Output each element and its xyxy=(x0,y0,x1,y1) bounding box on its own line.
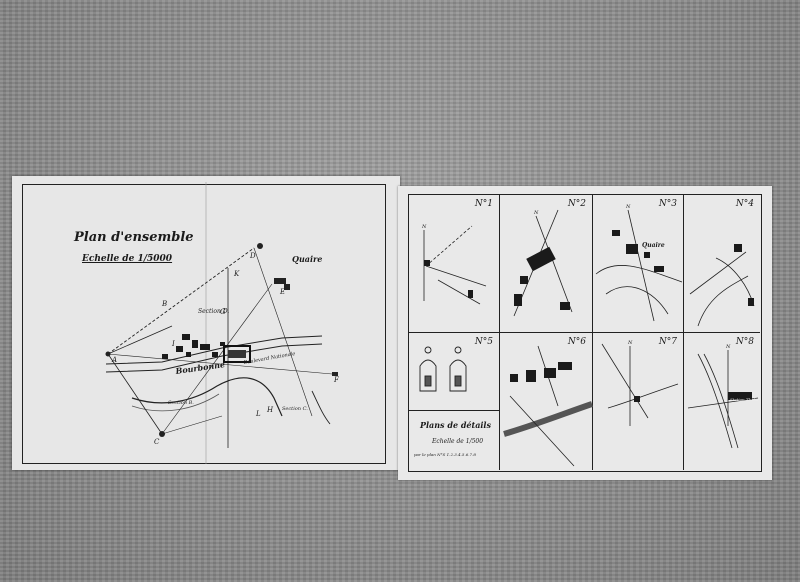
river-bank xyxy=(131,393,220,412)
station-building xyxy=(223,345,251,363)
cell-number: N°8 xyxy=(735,337,754,347)
road-line-7 xyxy=(607,383,679,409)
detail-cell-5: N°5 xyxy=(409,333,500,411)
road-line-1 xyxy=(425,265,487,287)
section-c-label: Section C. xyxy=(282,406,308,412)
legend-note: par le plan N°S 1.2.3.4.5.6.7.8 xyxy=(414,452,476,457)
cell-number: N°4 xyxy=(735,199,754,209)
detail-cell-7: N°7 xyxy=(593,333,684,470)
east-marker xyxy=(332,372,338,376)
road-line-3b xyxy=(605,286,669,315)
legend-title: Plans de détails xyxy=(420,420,491,430)
detail-cell-4: N°4 xyxy=(684,195,760,333)
survey-line-7 xyxy=(601,343,649,419)
cell-number: N°5 xyxy=(474,337,493,347)
cell-number: N°7 xyxy=(658,337,677,347)
overall-plan-drawing: A B C D E F G H I K L Boulevard National… xyxy=(105,182,340,464)
svg-text:N: N xyxy=(725,344,731,350)
cell-number: N°3 xyxy=(658,199,677,209)
svg-text:H: H xyxy=(266,406,274,414)
cell-number: N°6 xyxy=(567,337,586,347)
station-letters: A B C D E F G H I K L xyxy=(111,252,340,446)
plan-title: Plan d'ensemble xyxy=(74,230,194,245)
section-d-label: Section D. xyxy=(198,308,230,315)
svg-text:N: N xyxy=(533,210,539,216)
station-thalia-label: Station Thalia xyxy=(730,397,759,402)
svg-text:L: L xyxy=(255,410,261,418)
svg-text:A: A xyxy=(111,356,117,364)
rail-line-8 xyxy=(697,353,733,449)
svg-text:K: K xyxy=(233,270,240,278)
section-b-label: Section B. xyxy=(168,400,194,406)
west-point xyxy=(105,351,111,357)
river-line xyxy=(131,377,283,417)
survey-line-6 xyxy=(509,395,575,467)
quaire-label: Quaire xyxy=(292,254,323,264)
detail-cell-6: N°6 xyxy=(500,333,593,470)
svg-text:B: B xyxy=(161,300,167,308)
survey-line-f xyxy=(253,247,313,417)
survey-line-a xyxy=(107,247,255,355)
elevation-drawings xyxy=(419,346,467,392)
road-line-4 xyxy=(697,275,749,327)
detail-cell-2: N°2 xyxy=(500,195,593,333)
legend-cell xyxy=(409,411,500,470)
svg-text:G: G xyxy=(220,308,226,316)
detail-plans-drawing: N N N N N xyxy=(419,204,759,467)
svg-text:N: N xyxy=(421,224,427,230)
railway-north xyxy=(105,335,323,365)
detail-cell-3: N°3 xyxy=(593,195,684,333)
plan-scale: Echelle de 1/5000 xyxy=(82,254,173,264)
svg-text:I: I xyxy=(171,340,175,348)
north-marks: N N N N N xyxy=(421,204,731,350)
rail-line-8b xyxy=(703,353,739,449)
svg-text:D: D xyxy=(249,252,256,260)
stream-line xyxy=(311,390,331,425)
town-buildings xyxy=(162,334,225,359)
svg-text:F: F xyxy=(333,376,340,384)
station-court xyxy=(228,350,246,358)
svg-text:E: E xyxy=(279,288,285,296)
detail-buildings xyxy=(424,230,754,402)
legend-scale: Echelle de 1/500 xyxy=(432,438,484,445)
detail-plans-frame xyxy=(408,194,762,472)
survey-line-d xyxy=(107,353,333,375)
cell-number: N°1 xyxy=(474,199,493,209)
detail-cell-8: N°8 xyxy=(684,333,760,470)
survey-line-1 xyxy=(425,225,473,267)
overall-plan-frame xyxy=(22,184,386,464)
svg-text:C: C xyxy=(154,438,160,446)
cell-number: N°2 xyxy=(567,199,586,209)
south-point xyxy=(159,431,165,437)
town-label: Bourbonne xyxy=(174,359,226,376)
survey-line-c xyxy=(107,353,163,435)
railway-south xyxy=(105,343,323,373)
survey-line-e xyxy=(161,283,273,435)
svg-text:N: N xyxy=(625,204,631,210)
survey-line-3 xyxy=(627,209,655,322)
road-band-6 xyxy=(503,401,593,437)
detail-cell-1: N°1 xyxy=(409,195,500,333)
north-line-2 xyxy=(535,215,573,313)
detail-quaire-label: Quaire xyxy=(642,242,665,249)
survey-line-4 xyxy=(689,251,747,295)
overall-plan-sheet: Plan d'ensemble Echelle de 1/5000 xyxy=(12,176,400,470)
svg-text:N: N xyxy=(627,340,633,346)
detail-plans-sheet: N°1 N°2 N°3 N°4 N°5 N°6 N°7 N°8 xyxy=(398,186,772,480)
survey-line-b xyxy=(107,325,173,355)
road-line-1b xyxy=(437,279,481,305)
road-line-3 xyxy=(595,265,683,283)
quaire-buildings xyxy=(257,243,290,290)
survey-line-g xyxy=(161,415,223,435)
